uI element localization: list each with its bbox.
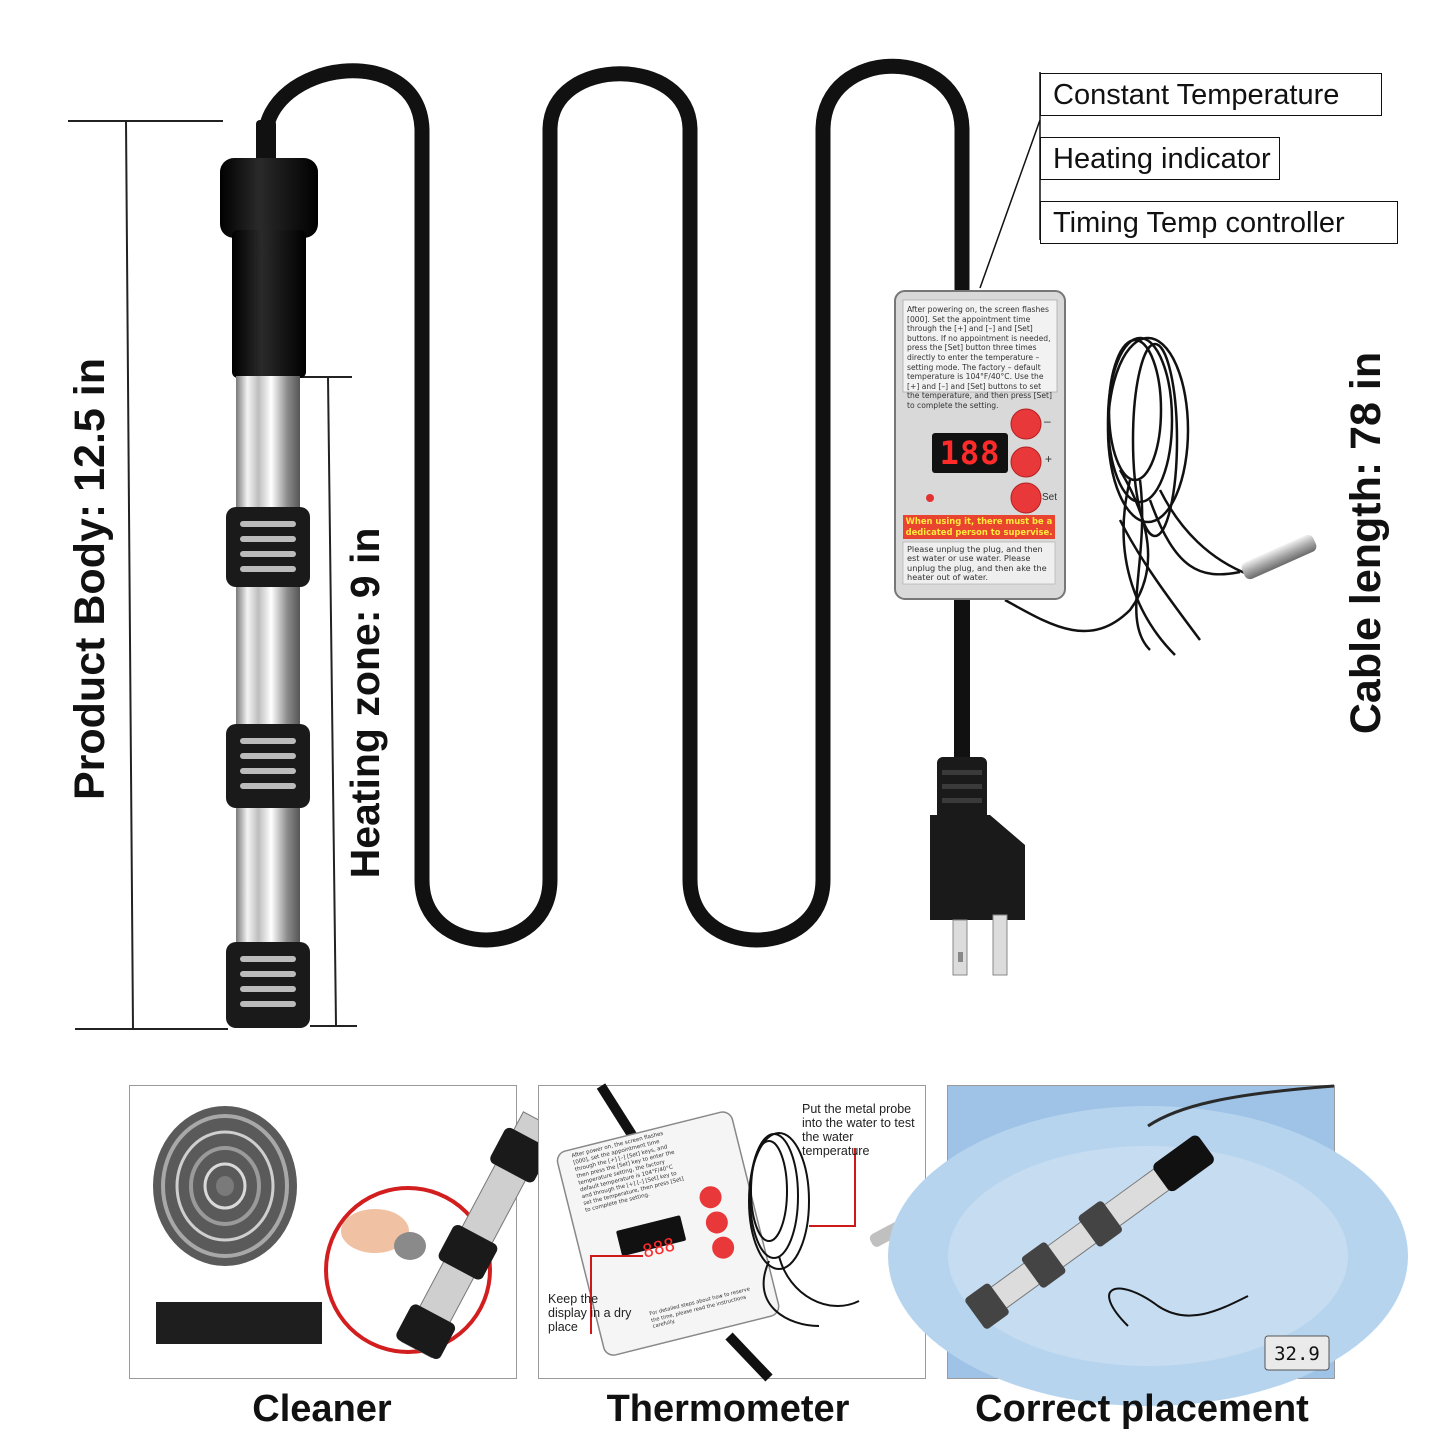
feature-leader-lines bbox=[979, 72, 1041, 289]
product-body-length-label: Product Body: 12.5 in bbox=[66, 358, 114, 801]
temperature-probe bbox=[1241, 534, 1317, 580]
rod-guard bbox=[226, 724, 310, 808]
cleaner-rod-icon bbox=[396, 1111, 555, 1359]
plus-button-label: + bbox=[1045, 452, 1053, 466]
cleaner-caption: Cleaner bbox=[252, 1388, 392, 1430]
controller-body bbox=[894, 290, 1066, 600]
heating-zone-length-label: Heating zone: 9 in bbox=[342, 527, 388, 879]
controller-display: 188 bbox=[939, 434, 1001, 472]
heating-zone-dimension bbox=[300, 376, 357, 1027]
heater-rod bbox=[220, 120, 318, 1028]
minus-button[interactable] bbox=[1011, 409, 1041, 439]
plus-button[interactable] bbox=[1011, 447, 1041, 477]
digital-thermometer-reading: 32.9 bbox=[1274, 1343, 1320, 1365]
minus-button-label: – bbox=[1044, 414, 1051, 428]
product-body-dimension bbox=[68, 120, 228, 1030]
controller-note: Please unplug the plug, and then est wat… bbox=[907, 544, 1047, 583]
placement-illustration bbox=[888, 1084, 1408, 1406]
rod-guard bbox=[226, 507, 310, 587]
display-dry-note: Keep the display in a dry place bbox=[548, 1292, 632, 1334]
steel-wool-icon bbox=[153, 1106, 297, 1266]
power-plug bbox=[930, 757, 1025, 976]
constant-temperature-label: Constant Temperature bbox=[1040, 73, 1382, 116]
placement-caption: Correct placement bbox=[975, 1388, 1309, 1430]
probe-cable-coil bbox=[1004, 336, 1251, 656]
cleaner-illustration bbox=[153, 1106, 555, 1359]
thermometer-caption: Thermometer bbox=[606, 1388, 850, 1430]
power-cable bbox=[257, 58, 970, 948]
controller-instructions: After powering on, the screen flashes [0… bbox=[907, 305, 1052, 410]
timing-temp-controller-label: Timing Temp controller bbox=[1040, 201, 1398, 244]
cable-length-label: Cable length: 78 in bbox=[1342, 351, 1390, 735]
scrub-pad-icon bbox=[156, 1302, 322, 1344]
rod-guard bbox=[226, 942, 310, 1028]
set-button-label: Set bbox=[1042, 492, 1058, 503]
controller-warning: When using it, there must be a dedicated… bbox=[905, 516, 1053, 537]
cleaner-panel bbox=[129, 1085, 555, 1379]
heating-indicator-label: Heating indicator bbox=[1040, 137, 1280, 180]
placement-panel bbox=[888, 1084, 1408, 1406]
thermometer-illustration bbox=[556, 1083, 912, 1382]
thermometer-panel bbox=[538, 1083, 926, 1382]
probe-instruction-note: Put the metal probe into the water to te… bbox=[802, 1102, 915, 1158]
main-illustration bbox=[68, 58, 1317, 1030]
set-button[interactable] bbox=[1011, 483, 1041, 513]
